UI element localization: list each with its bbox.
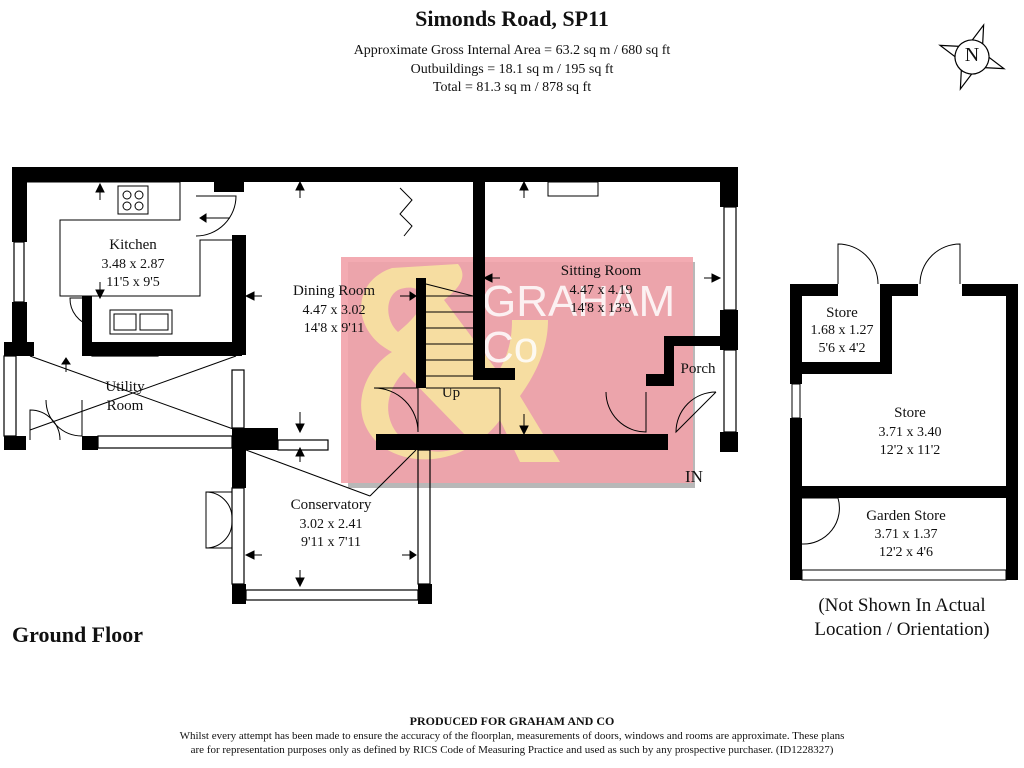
dining-room-name: Dining Room bbox=[292, 283, 376, 299]
dimension-arrows bbox=[61, 180, 722, 588]
north-compass-icon bbox=[938, 23, 1006, 91]
watermark-text-2: Co bbox=[482, 323, 538, 372]
garden-store-metric: 3.71 x 1.37 bbox=[874, 527, 938, 542]
fireplace-icon bbox=[547, 181, 599, 197]
watermark-text-1: GRAHAM bbox=[482, 277, 675, 326]
utility-room-name-2: Room bbox=[106, 398, 144, 414]
outbuilding-note-1: (Not Shown In Actual bbox=[818, 595, 986, 616]
windows bbox=[3, 206, 737, 601]
footer-disclaimer-1: Whilst every attempt has been made to en… bbox=[179, 730, 845, 742]
kitchen-metric: 3.48 x 2.87 bbox=[101, 257, 165, 272]
ground-floor-walls bbox=[4, 167, 738, 604]
agent-watermark: GRAHAM Co bbox=[341, 257, 695, 488]
conservatory-name: Conservatory bbox=[290, 497, 372, 513]
footer-disclaimer-2: are for representation purposes only as … bbox=[190, 744, 834, 756]
area-line-outbuildings: Outbuildings = 18.1 sq m / 195 sq ft bbox=[410, 62, 614, 77]
area-line-gross: Approximate Gross Internal Area = 63.2 s… bbox=[353, 43, 671, 58]
store-metric: 3.71 x 3.40 bbox=[878, 425, 942, 440]
conservatory-metric: 3.02 x 2.41 bbox=[299, 517, 363, 532]
dining-room-metric: 4.47 x 3.02 bbox=[302, 303, 366, 318]
store-small-metric: 1.68 x 1.27 bbox=[810, 323, 874, 338]
staircase bbox=[425, 283, 501, 434]
garden-store-imperial: 12'2 x 4'6 bbox=[878, 545, 934, 560]
page-title: Simonds Road, SP11 bbox=[415, 6, 609, 31]
sitting-room-metric: 4.47 x 4.19 bbox=[569, 283, 633, 298]
outbuilding-note-2: Location / Orientation) bbox=[814, 619, 990, 640]
outbuilding-walls bbox=[790, 284, 1018, 580]
footer-heading: PRODUCED FOR GRAHAM AND CO bbox=[409, 714, 615, 728]
conservatory-imperial: 9'11 x 7'11 bbox=[300, 535, 361, 550]
garden-store-name: Garden Store bbox=[866, 508, 946, 524]
store-small-imperial: 5'6 x 4'2 bbox=[818, 341, 866, 356]
fixtures bbox=[27, 181, 717, 549]
compass-label: N bbox=[964, 44, 980, 66]
floor-label: Ground Floor bbox=[12, 622, 144, 647]
kitchen-imperial: 11'5 x 9'5 bbox=[106, 275, 160, 290]
store-name: Store bbox=[894, 405, 926, 421]
utility-room-name-1: Utility bbox=[105, 379, 145, 395]
stairs-up-label: Up bbox=[441, 385, 461, 401]
sink-icon bbox=[109, 309, 173, 335]
sitting-room-imperial: 14'8 x 13'9 bbox=[570, 301, 632, 316]
store-imperial: 12'2 x 11'2 bbox=[879, 443, 941, 458]
dining-room-imperial: 14'8 x 9'11 bbox=[303, 321, 365, 336]
outbuilding-details bbox=[791, 243, 1007, 581]
sitting-room-name: Sitting Room bbox=[560, 263, 642, 279]
kitchen-name: Kitchen bbox=[109, 237, 157, 253]
entrance-label: IN bbox=[685, 467, 703, 486]
store-small-name: Store bbox=[826, 305, 858, 321]
hob-icon bbox=[117, 185, 149, 215]
area-line-total: Total = 81.3 sq m / 878 sq ft bbox=[432, 80, 592, 95]
door-arc bbox=[195, 195, 237, 237]
porch-name: Porch bbox=[680, 361, 716, 377]
